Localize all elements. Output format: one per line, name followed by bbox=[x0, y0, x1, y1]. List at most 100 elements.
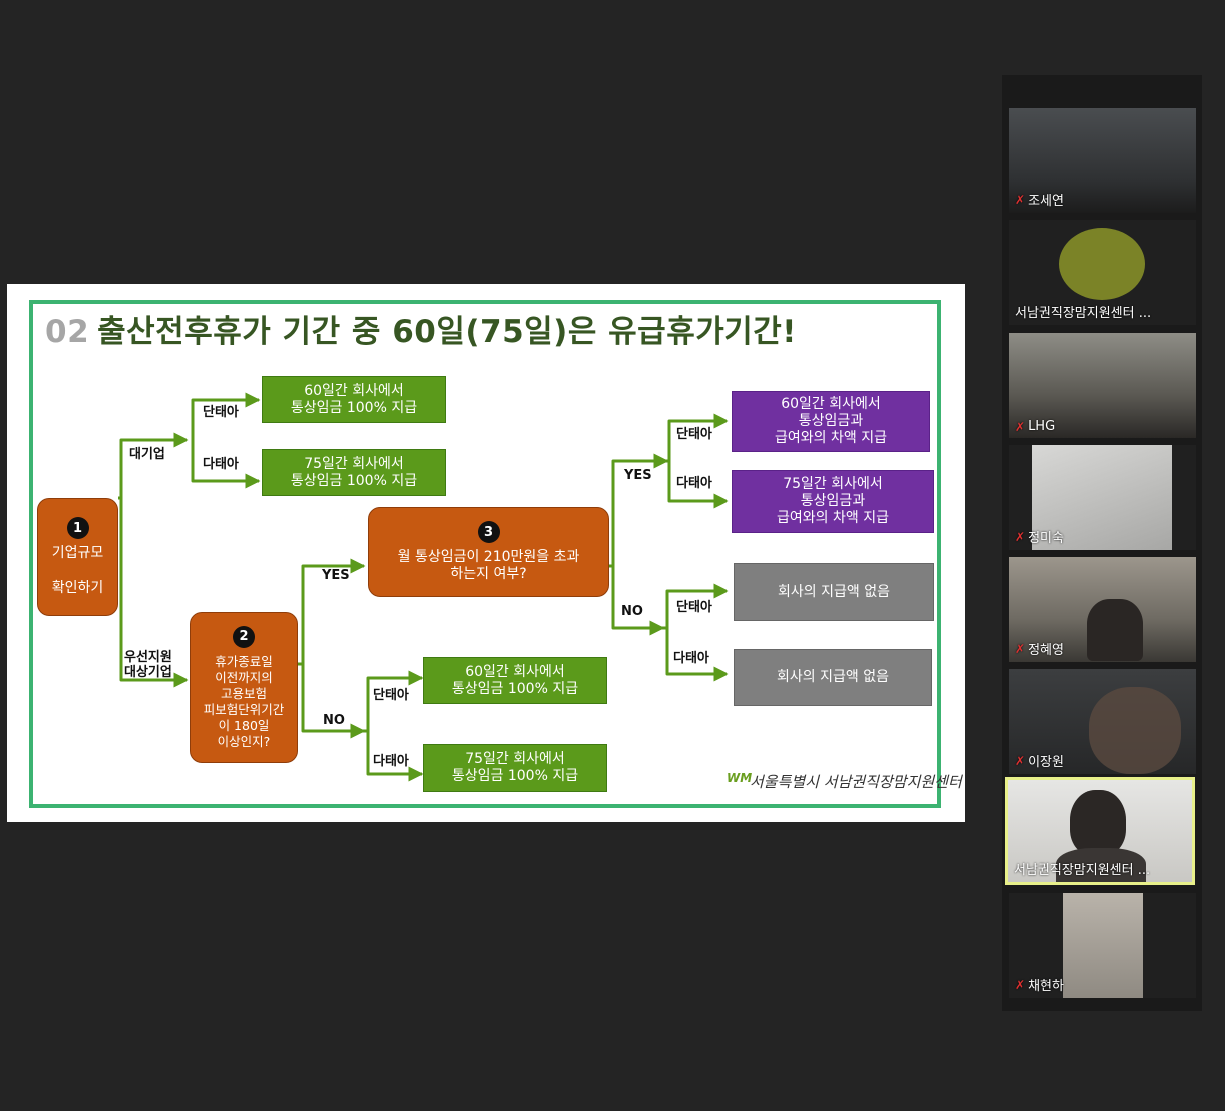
participant-video bbox=[1063, 893, 1143, 998]
label-multiple-3: 다태아 bbox=[676, 476, 712, 491]
participant-video bbox=[1087, 599, 1143, 661]
participant-tile[interactable]: ✗정혜영 bbox=[1009, 557, 1196, 662]
participant-name: 정혜영 bbox=[1028, 643, 1064, 658]
label-line: 우선지원 bbox=[124, 650, 172, 665]
center-logo-text: 서울특별시 서남권직장맘지원센터 bbox=[750, 773, 962, 791]
box-line: 통상임금 100% 지급 bbox=[290, 472, 418, 489]
participant-name-label: 서남권직장맘지원센터 ... bbox=[1014, 859, 1150, 878]
participant-video bbox=[1070, 790, 1126, 856]
flowchart-arrows bbox=[118, 392, 729, 782]
label-no-2: NO bbox=[621, 604, 643, 619]
slide-title-number: 02 bbox=[45, 314, 90, 350]
participant-name: 서남권직장맘지원센터 ... bbox=[1015, 306, 1152, 321]
label-multiple-1: 다태아 bbox=[203, 457, 239, 472]
no-multiple-pay-box: 75일간 회사에서 통상임금 100% 지급 bbox=[423, 744, 607, 792]
box-text: 회사의 지급액 없음 bbox=[777, 669, 889, 685]
step1-line1: 기업규모 bbox=[51, 545, 104, 561]
participant-name: 서남권직장맘지원센터 ... bbox=[1014, 863, 1151, 878]
center-logo-icon: WM bbox=[727, 771, 753, 785]
label-large-company: 대기업 bbox=[129, 447, 165, 462]
step2-line: 휴가종료일 bbox=[215, 653, 273, 669]
step3-number-badge: 3 bbox=[477, 521, 500, 543]
participant-name-label: ✗이장원 bbox=[1015, 751, 1064, 771]
step2-number-badge: 2 bbox=[233, 625, 255, 648]
large-multiple-pay-box: 75일간 회사에서 통상임금 100% 지급 bbox=[262, 449, 446, 496]
step2-line: 고용보험 bbox=[220, 685, 267, 701]
muted-mic-icon: ✗ bbox=[1015, 529, 1026, 544]
yes-single-difference-box: 60일간 회사에서 통상임금과 급여와의 차액 지급 bbox=[732, 391, 930, 452]
slide-frame bbox=[29, 300, 941, 808]
participant-video bbox=[1056, 848, 1146, 882]
muted-mic-icon: ✗ bbox=[1015, 419, 1026, 434]
step3-line1: 월 통상임금이 210만원을 초과 bbox=[397, 549, 580, 565]
step3-wage-threshold: 3 월 통상임금이 210만원을 초과 하는지 여부? bbox=[368, 507, 609, 597]
step2-insurance-period: 2 휴가종료일 이전까지의 고용보험 피보험단위기간 이 180일 이상인지? bbox=[190, 612, 298, 763]
participant-name: 조세연 bbox=[1028, 194, 1064, 209]
no-single-pay-box: 60일간 회사에서 통상임금 100% 지급 bbox=[423, 657, 607, 704]
box-line: 통상임금 100% 지급 bbox=[290, 399, 418, 416]
step3-line2: 하는지 여부? bbox=[450, 566, 527, 582]
label-yes-1: YES bbox=[322, 568, 350, 583]
participant-name: 정미숙 bbox=[1028, 531, 1064, 546]
participant-tile-active-speaker[interactable]: 서남권직장맘지원센터 ... bbox=[1005, 777, 1195, 885]
muted-mic-icon: ✗ bbox=[1015, 977, 1026, 992]
participant-name-label: 서남권직장맘지원센터 ... bbox=[1015, 302, 1151, 321]
label-single-1: 단태아 bbox=[203, 405, 239, 420]
participant-name: 채현하 bbox=[1028, 979, 1064, 994]
no-single-zero-box: 회사의 지급액 없음 bbox=[734, 563, 934, 621]
box-line: 60일간 회사에서 bbox=[781, 396, 881, 412]
box-line: 75일간 회사에서 bbox=[783, 476, 883, 492]
participant-tile[interactable]: ✗채현하 bbox=[1009, 893, 1196, 998]
organization-logo-icon bbox=[1059, 228, 1145, 300]
box-line: 급여와의 차액 지급 bbox=[775, 430, 887, 446]
step1-company-size: 1 기업규모 확인하기 bbox=[37, 498, 118, 616]
step2-line: 피보험단위기간 bbox=[203, 701, 285, 717]
participant-name-label: ✗조세연 bbox=[1015, 190, 1064, 210]
participant-name-label: ✗정혜영 bbox=[1015, 639, 1064, 659]
participant-name: LHG bbox=[1028, 419, 1056, 434]
label-line: 대상기업 bbox=[124, 665, 172, 680]
participant-name-label: ✗정미숙 bbox=[1015, 527, 1064, 547]
box-line: 통상임금 100% 지급 bbox=[451, 768, 579, 784]
yes-multiple-difference-box: 75일간 회사에서 통상임금과 급여와의 차액 지급 bbox=[732, 470, 934, 533]
box-line: 급여와의 차액 지급 bbox=[777, 510, 889, 526]
participant-video bbox=[1089, 687, 1181, 774]
participant-tile[interactable]: ✗LHG bbox=[1009, 333, 1196, 438]
box-text: 회사의 지급액 없음 bbox=[778, 583, 890, 600]
participant-tile[interactable]: 서남권직장맘지원센터 ... bbox=[1009, 220, 1196, 325]
label-yes-2: YES bbox=[624, 468, 652, 483]
box-line: 60일간 회사에서 bbox=[465, 663, 565, 680]
participant-gallery[interactable]: ✗조세연 서남권직장맘지원센터 ... ✗LHG ✗정미숙 ✗정혜영 ✗이장원 … bbox=[1002, 75, 1202, 1011]
participant-tile[interactable]: ✗이장원 bbox=[1009, 669, 1196, 774]
box-line: 60일간 회사에서 bbox=[304, 382, 404, 399]
participant-name: 이장원 bbox=[1028, 755, 1064, 770]
label-priority-company: 우선지원 대상기업 bbox=[124, 650, 172, 680]
participant-tile[interactable]: ✗조세연 bbox=[1009, 108, 1196, 213]
label-single-3: 단태아 bbox=[676, 427, 712, 442]
no-multiple-zero-box: 회사의 지급액 없음 bbox=[734, 649, 932, 706]
muted-mic-icon: ✗ bbox=[1015, 192, 1026, 207]
step2-line: 이상인지? bbox=[217, 733, 271, 749]
large-single-pay-box: 60일간 회사에서 통상임금 100% 지급 bbox=[262, 376, 446, 423]
box-line: 통상임금과 bbox=[800, 493, 866, 509]
step2-line: 이 180일 bbox=[218, 717, 270, 733]
label-single-4: 단태아 bbox=[676, 600, 712, 615]
muted-mic-icon: ✗ bbox=[1015, 641, 1026, 656]
box-line: 75일간 회사에서 bbox=[304, 455, 404, 472]
label-single-2: 단태아 bbox=[373, 688, 409, 703]
muted-mic-icon: ✗ bbox=[1015, 753, 1026, 768]
step2-line: 이전까지의 bbox=[215, 669, 273, 685]
step1-number-badge: 1 bbox=[66, 517, 89, 539]
label-multiple-2: 다태아 bbox=[373, 754, 409, 769]
participant-tile[interactable]: ✗정미숙 bbox=[1009, 445, 1196, 550]
participant-video bbox=[1032, 445, 1172, 550]
box-line: 통상임금과 bbox=[798, 413, 864, 429]
step1-line2: 확인하기 bbox=[51, 580, 104, 596]
label-no-1: NO bbox=[323, 713, 345, 728]
box-line: 75일간 회사에서 bbox=[465, 751, 565, 767]
box-line: 통상임금 100% 지급 bbox=[451, 680, 579, 697]
participant-name-label: ✗채현하 bbox=[1015, 975, 1064, 995]
participant-name-label: ✗LHG bbox=[1015, 419, 1055, 434]
